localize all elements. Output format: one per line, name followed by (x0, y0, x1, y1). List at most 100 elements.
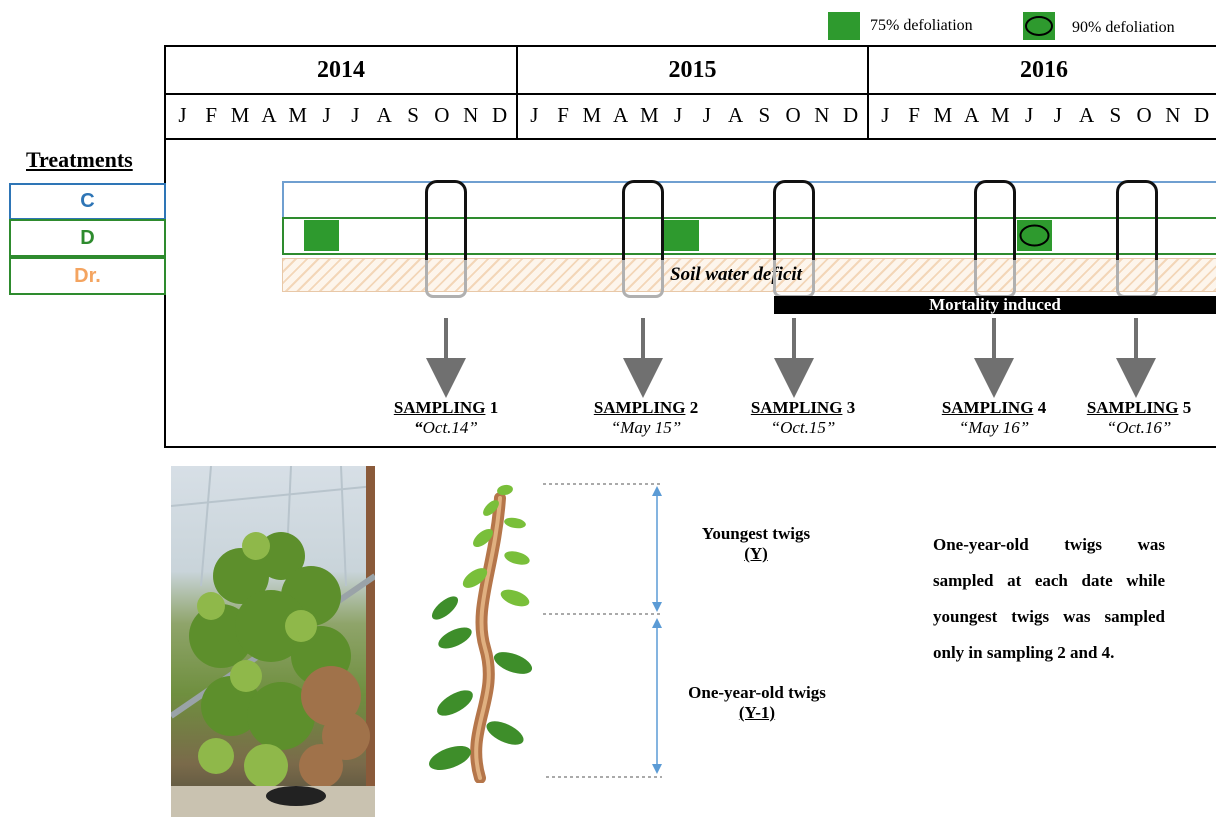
month: D (843, 103, 859, 127)
month: F (557, 103, 569, 127)
month: F (205, 103, 218, 127)
sampling-number: 5 (1182, 398, 1192, 417)
sampling-date-prefix: “ (414, 418, 423, 437)
month: A (261, 103, 277, 127)
sampling-number: 4 (1037, 398, 1047, 417)
sampling-frame-3 (773, 180, 815, 260)
soil-water-deficit-band (282, 258, 1216, 292)
youngest-twigs-code: (Y) (744, 544, 768, 563)
year-divider-1 (516, 45, 518, 140)
month: O (785, 103, 801, 127)
month: M (230, 103, 250, 127)
month: N (463, 103, 479, 127)
mortality-induced-bar (774, 296, 1216, 314)
mortality-induced-label: Mortality induced (929, 295, 1061, 314)
lane-c-d-divider (282, 217, 1216, 219)
month: J (351, 103, 360, 127)
sampling-5: SAMPLING 5 “Oct.16” (1069, 398, 1209, 438)
oval-icon (1019, 224, 1050, 247)
year-2015: 2015 (668, 56, 717, 83)
month: O (1136, 103, 1152, 127)
greenhouse-photo (171, 466, 375, 817)
month: D (1194, 103, 1210, 127)
header-divider-1 (164, 93, 1216, 95)
lane-d-bottom (282, 253, 1216, 255)
oneyear-twigs-code: (Y-1) (738, 703, 776, 722)
sampling-word: SAMPLING (1086, 398, 1179, 417)
sampling-frame-1 (425, 180, 467, 260)
month: A (964, 103, 980, 127)
sampling-4: SAMPLING 4 “May 16” (924, 398, 1064, 438)
month: S (1109, 103, 1122, 127)
month: J (1053, 103, 1062, 127)
month: M (288, 103, 308, 127)
month: J (674, 103, 683, 127)
month: A (728, 103, 744, 127)
treatment-d: D (9, 219, 166, 257)
defoliation-90-2016 (1017, 220, 1052, 251)
sampling-date: “Oct.16” (1106, 418, 1172, 437)
legend-75-label: 75% defoliation (870, 17, 973, 34)
legend-75-swatch (828, 12, 860, 40)
sampling-frame-2 (622, 180, 664, 260)
lane-d (282, 217, 1216, 255)
youngest-twigs-text: Youngest twigs (701, 524, 811, 543)
month: O (434, 103, 450, 127)
month: M (640, 103, 659, 127)
month: M (991, 103, 1010, 127)
treatments-heading: Treatments (26, 147, 133, 172)
month: A (613, 103, 629, 127)
soil-water-deficit-label: Soil water deficit (670, 264, 802, 285)
month: M (582, 103, 602, 127)
month: J (178, 103, 187, 127)
sampling-1: SAMPLING 1 “Oct.14” (376, 398, 516, 438)
defoliation-75-2015 (664, 220, 699, 251)
month: F (908, 103, 920, 127)
month: J (322, 103, 331, 127)
sampling-frame-2-base (622, 260, 664, 298)
month: S (407, 103, 419, 127)
month: S (758, 103, 771, 127)
sampling-word: SAMPLING (393, 398, 486, 417)
month: J (881, 103, 890, 127)
legend-90-swatch (1023, 12, 1055, 40)
sampling-frame-1-base (425, 260, 467, 298)
month: A (1079, 103, 1095, 127)
month: J (530, 103, 539, 127)
treatment-dr: Dr. (9, 257, 166, 295)
month: A (376, 103, 392, 127)
oneyear-twigs-label: One-year-old twigs (Y-1) (668, 683, 846, 723)
sampling-frame-4 (974, 180, 1016, 260)
sampling-2: SAMPLING 2 “May 15” (576, 398, 716, 438)
sampling-word: SAMPLING (941, 398, 1034, 417)
month: J (702, 103, 711, 127)
legend-90-label: 90% defoliation (1072, 19, 1175, 36)
sampling-number: 1 (489, 398, 499, 417)
oneyear-twigs-text: One-year-old twigs (688, 683, 826, 702)
month: N (814, 103, 830, 127)
sampling-date: “May 16” (958, 418, 1030, 437)
sampling-word: SAMPLING (593, 398, 686, 417)
month: M (933, 103, 953, 127)
header-divider-2 (164, 138, 1216, 140)
sampling-frame-5 (1116, 180, 1158, 260)
year-2016: 2016 (1020, 56, 1068, 83)
month: J (1025, 103, 1034, 127)
month: D (491, 103, 508, 127)
oval-icon (1025, 16, 1053, 36)
defoliation-75-2014 (304, 220, 339, 251)
sampling-date: “Oct.15” (770, 418, 836, 437)
sampling-3: SAMPLING 3 “Oct.15” (733, 398, 873, 438)
sampling-note: One-year-old twigs was sampled at each d… (933, 535, 1165, 662)
sampling-number: 2 (689, 398, 699, 417)
youngest-twigs-label: Youngest twigs (Y) (680, 524, 832, 564)
year-divider-2 (867, 45, 869, 140)
sampling-word: SAMPLING (750, 398, 843, 417)
greenhouse-photo-art (171, 466, 375, 817)
sampling-date: “May 15” (610, 418, 682, 437)
year-2014: 2014 (317, 56, 365, 83)
